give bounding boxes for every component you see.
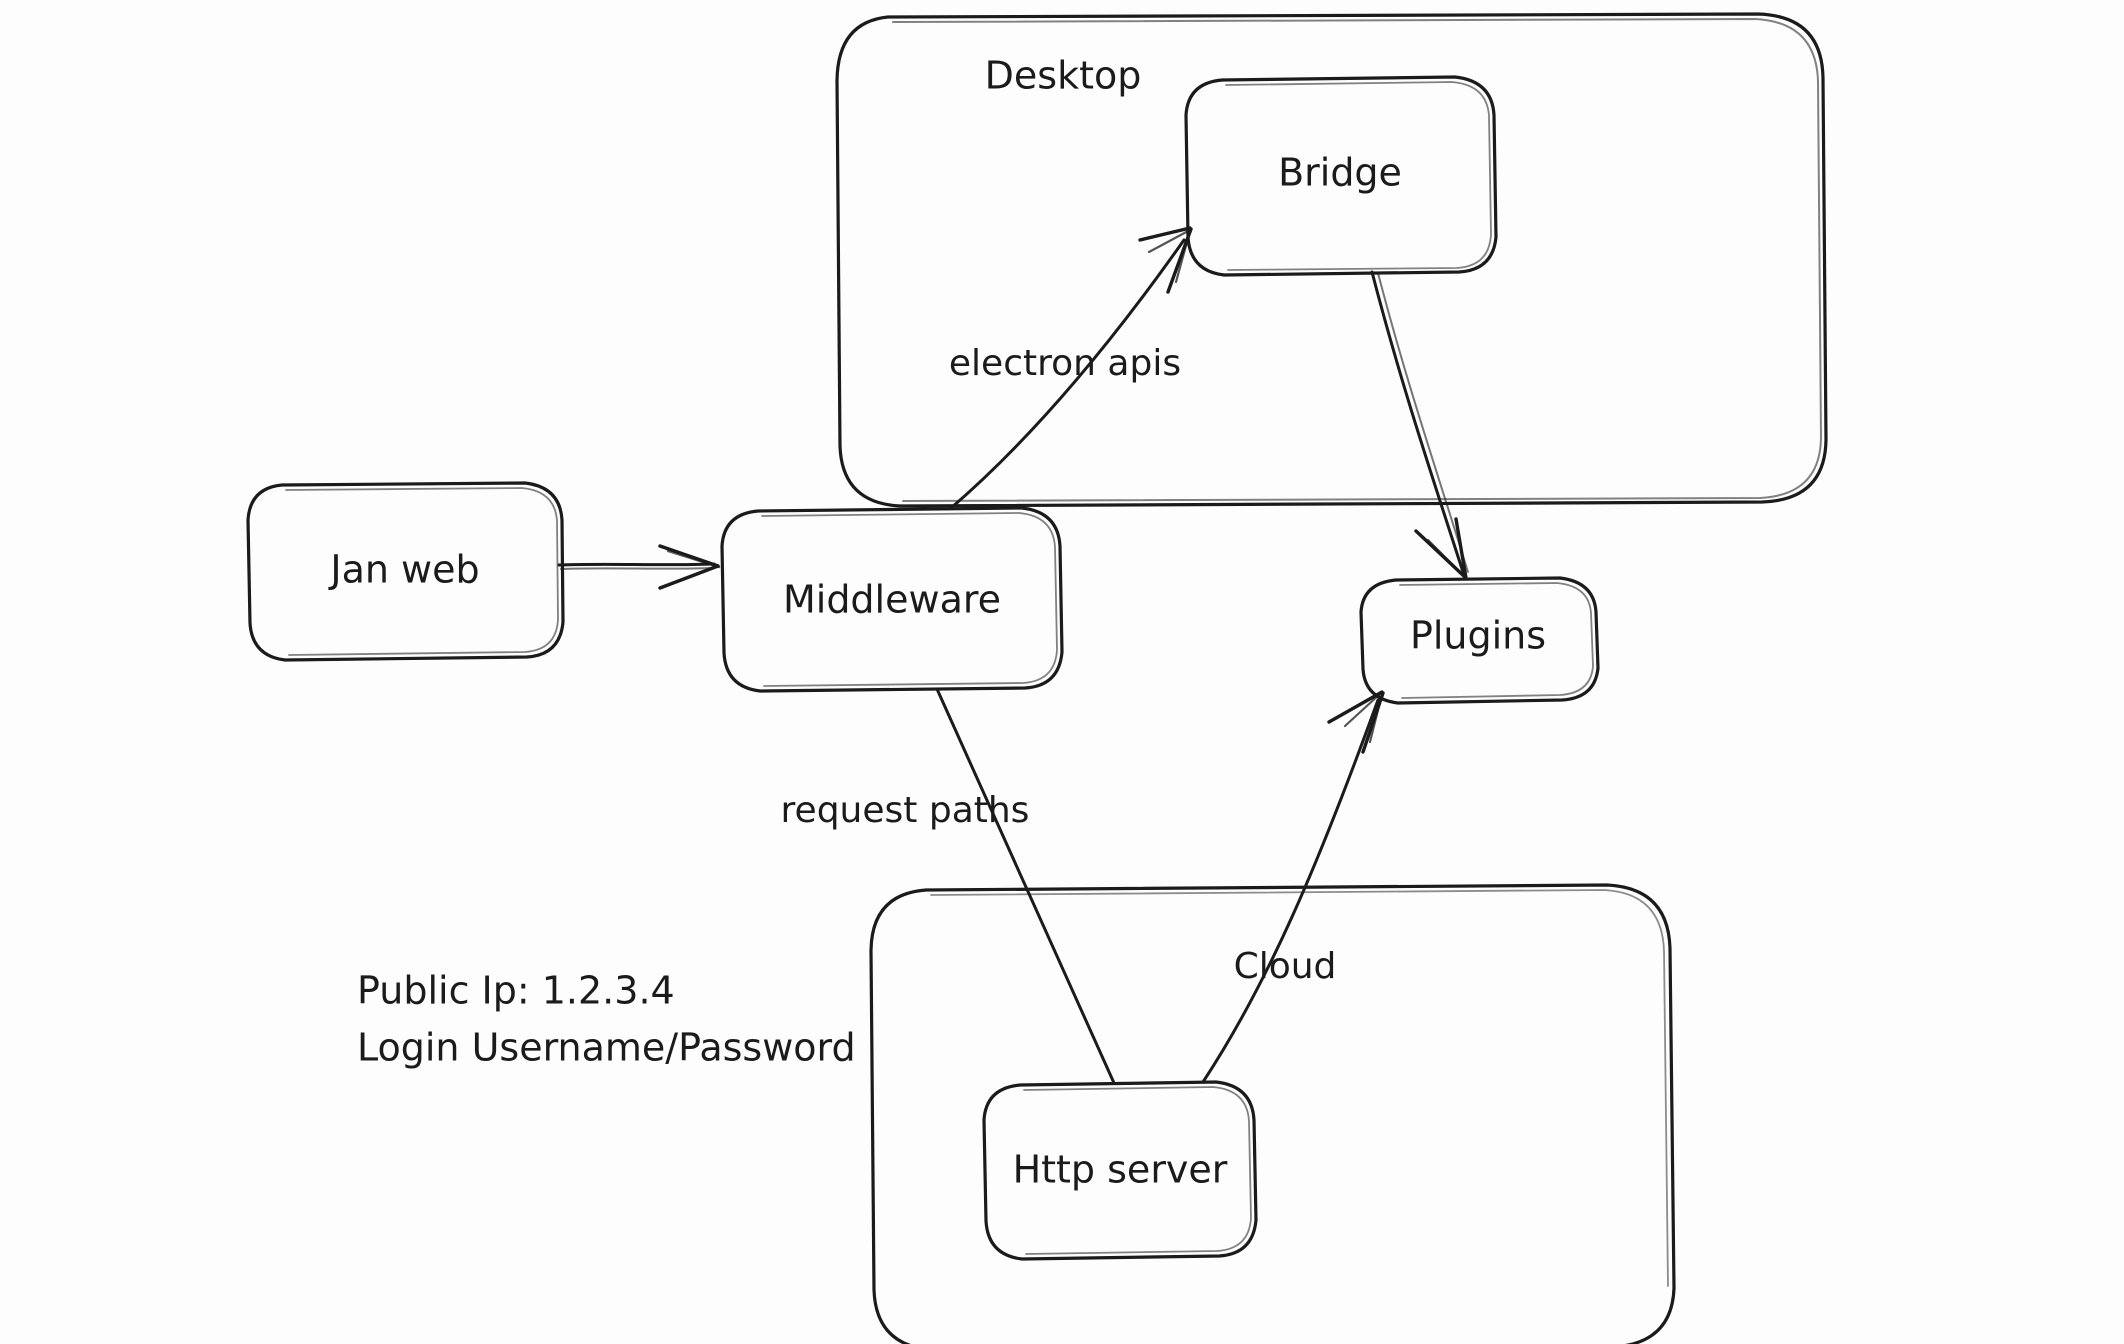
edge-bridge-to-plugins bbox=[1370, 270, 1469, 580]
node-outline-second bbox=[285, 487, 559, 656]
edge-janweb-to-middleware bbox=[557, 544, 721, 590]
cloud-group-outline bbox=[869, 883, 1676, 1344]
node-label-jan-web: Jan web bbox=[328, 548, 479, 592]
arrowhead-second bbox=[1343, 691, 1384, 744]
edge-label-electron-apis: electron apis bbox=[949, 343, 1181, 384]
node-bridge[interactable]: Bridge bbox=[1184, 75, 1498, 277]
node-outline-second bbox=[761, 512, 1058, 687]
node-outline bbox=[720, 506, 1064, 693]
node-jan-web[interactable]: Jan web bbox=[246, 481, 565, 662]
node-label-bridge: Bridge bbox=[1278, 151, 1402, 195]
arrowhead-second bbox=[666, 549, 721, 569]
edge-line bbox=[949, 238, 1186, 510]
edge-line bbox=[1370, 270, 1466, 577]
group-desktop[interactable]: Desktop bbox=[835, 12, 1828, 508]
cloud-group-outline-second bbox=[930, 889, 1669, 1287]
edge-label-request-paths: request paths bbox=[781, 790, 1030, 831]
group-cloud-container[interactable] bbox=[869, 883, 1676, 1344]
arrowhead bbox=[1138, 226, 1193, 294]
notes-block: Public Ip: 1.2.3.4 Login Username/Passwo… bbox=[357, 969, 856, 1070]
edge-middleware-to-bridge: electron apis bbox=[949, 226, 1193, 510]
node-outline-second bbox=[1399, 582, 1594, 699]
node-http-server[interactable]: Http server bbox=[982, 1080, 1258, 1261]
node-outline bbox=[1184, 75, 1498, 277]
note-public-ip: Public Ip: 1.2.3.4 bbox=[357, 969, 675, 1013]
node-label-plugins: Plugins bbox=[1410, 614, 1546, 658]
arrowhead-second bbox=[1426, 538, 1467, 579]
node-plugins[interactable]: Plugins bbox=[1359, 576, 1600, 705]
edge-line bbox=[557, 562, 716, 567]
edge-httpserver-to-plugins: Cloud bbox=[1201, 690, 1385, 1084]
desktop-group-outline bbox=[835, 12, 1828, 508]
node-outline bbox=[982, 1080, 1258, 1261]
edge-middleware-to-httpserver: request paths bbox=[781, 687, 1116, 1085]
node-outline bbox=[1359, 576, 1600, 705]
desktop-group-outline-second bbox=[892, 18, 1822, 502]
note-login-credentials: Login Username/Password bbox=[357, 1026, 856, 1070]
node-outline bbox=[246, 481, 565, 662]
node-outline-second bbox=[1225, 81, 1492, 271]
node-label-middleware: Middleware bbox=[783, 578, 1001, 622]
edge-line-second bbox=[560, 567, 713, 570]
edge-line-second bbox=[1377, 272, 1469, 573]
group-label-desktop: Desktop bbox=[985, 54, 1142, 98]
edge-label-cloud: Cloud bbox=[1234, 946, 1337, 987]
edge-line bbox=[935, 687, 1116, 1085]
edge-line bbox=[1201, 698, 1380, 1084]
node-middleware[interactable]: Middleware bbox=[720, 506, 1064, 693]
node-label-http-server: Http server bbox=[1013, 1148, 1228, 1192]
node-outline-second bbox=[1023, 1086, 1252, 1255]
